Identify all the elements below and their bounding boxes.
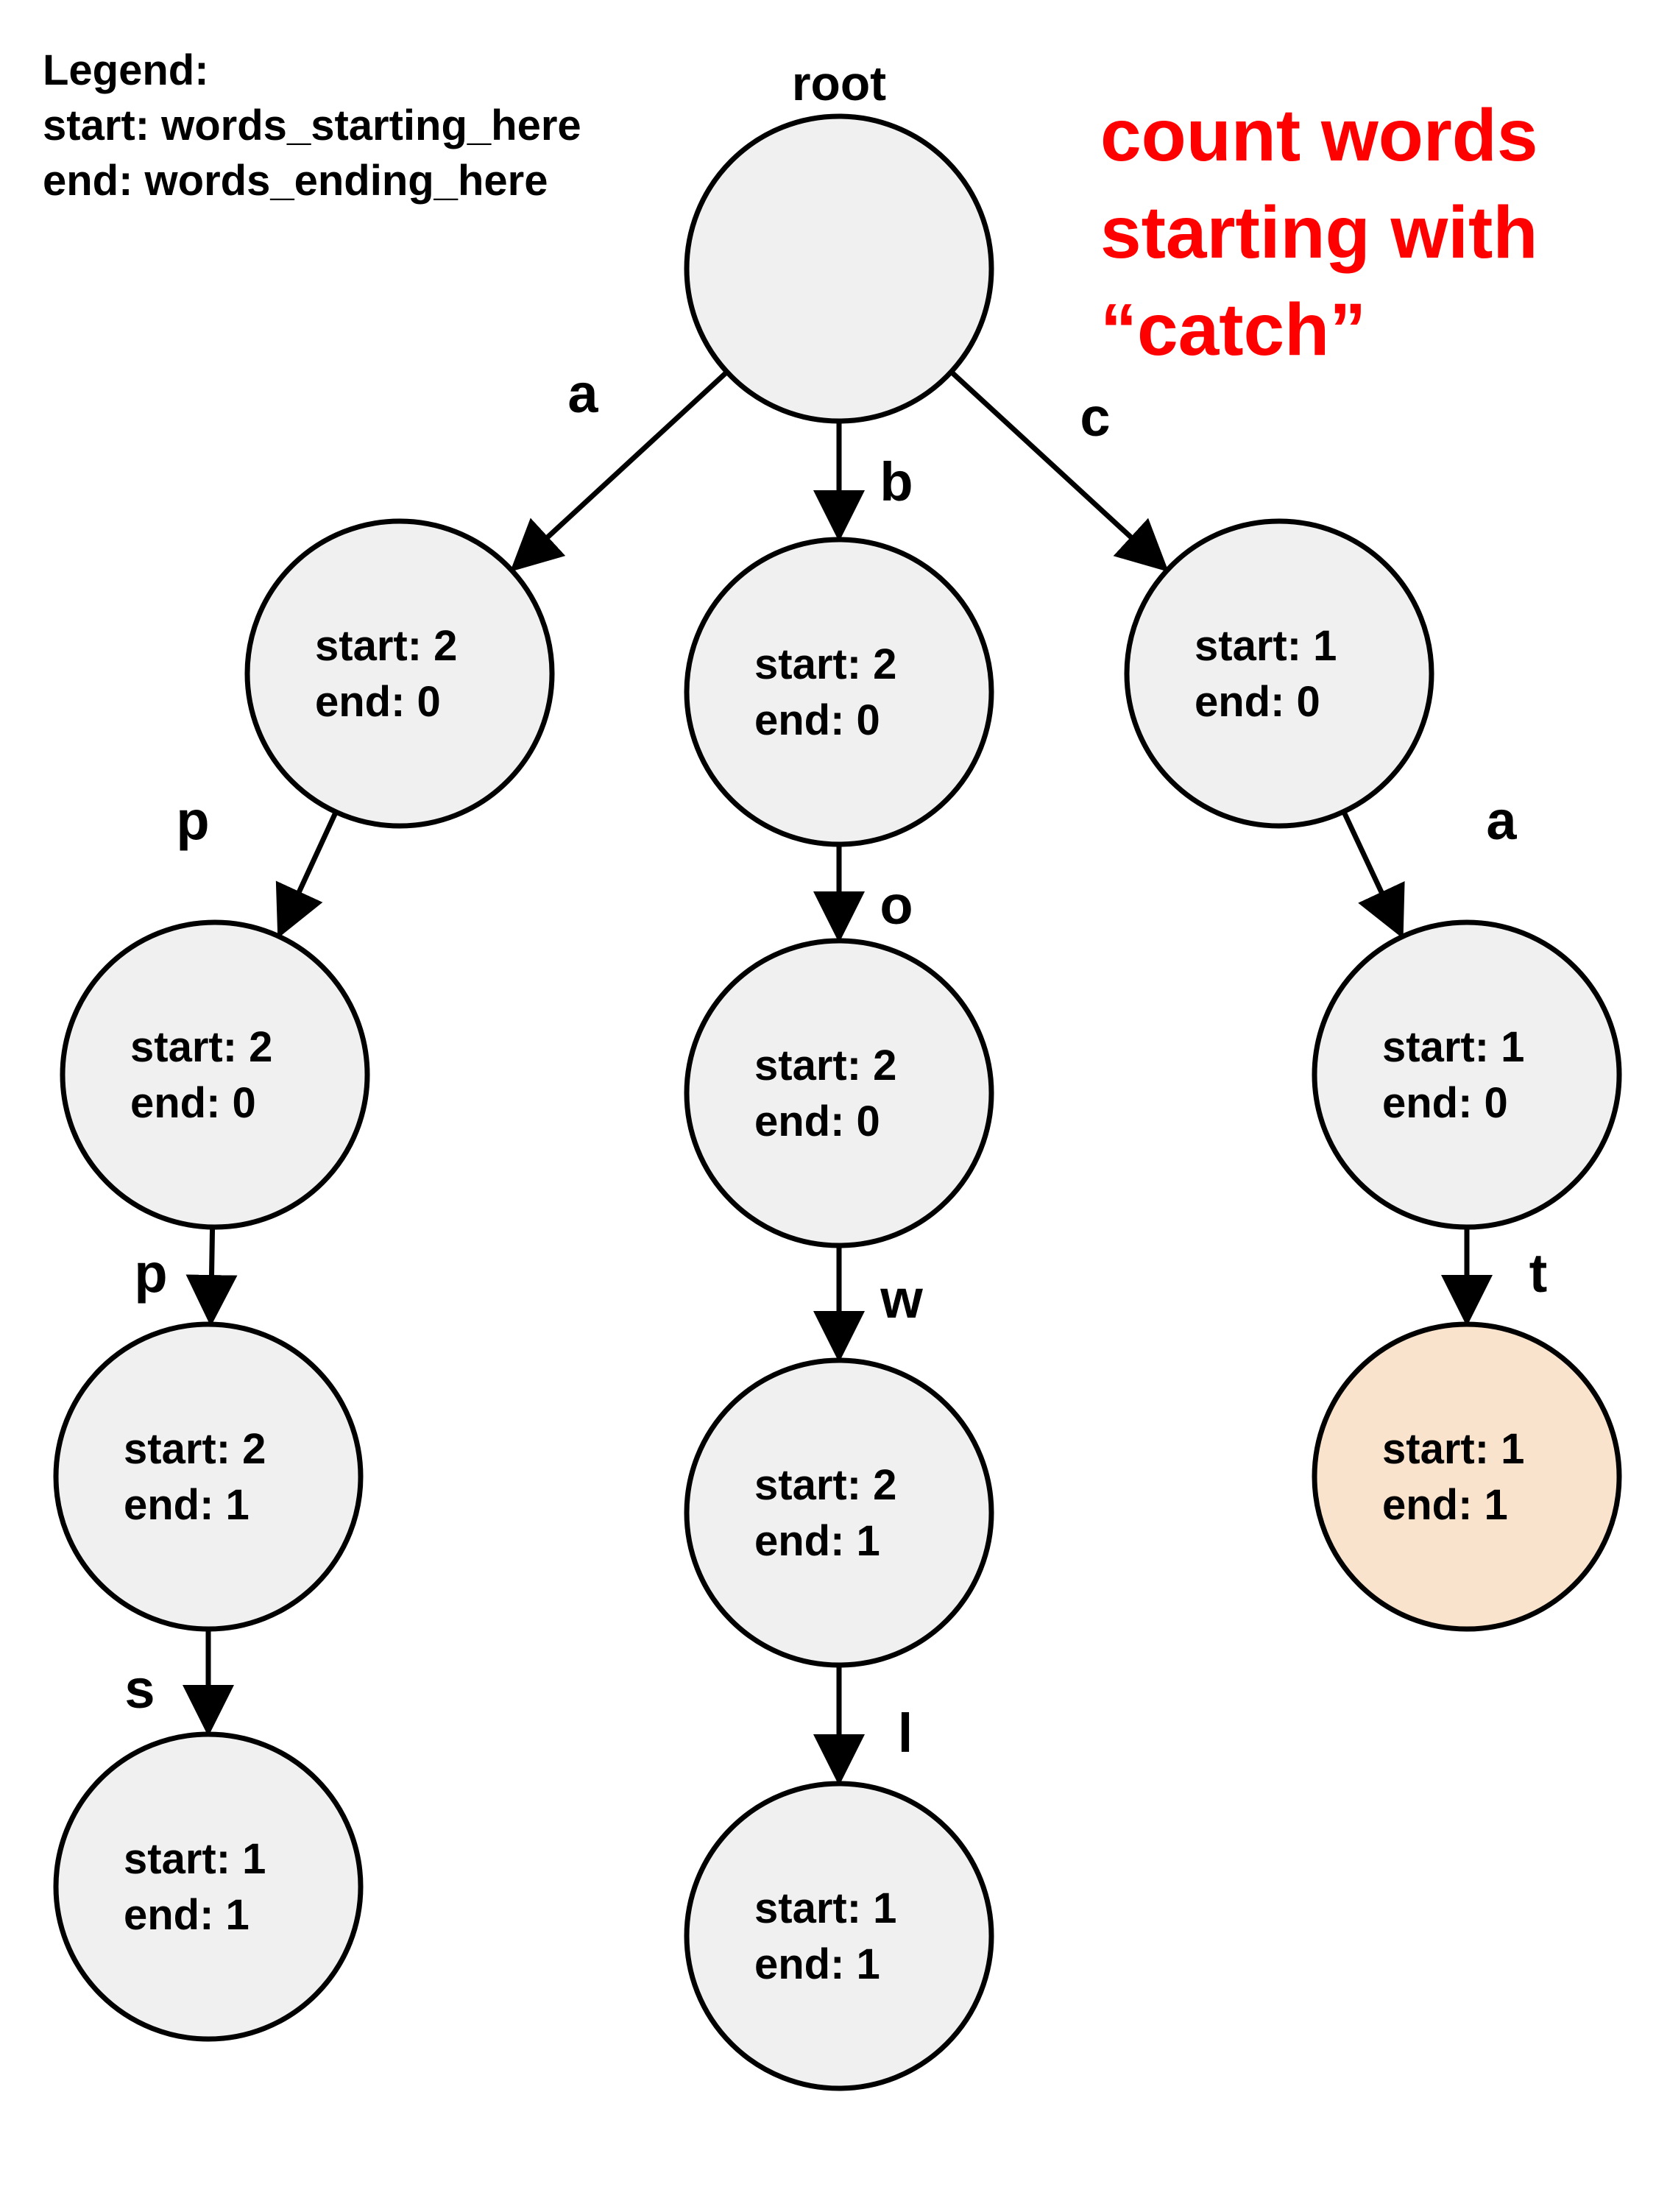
node-start-value: start: 1 xyxy=(754,1884,896,1932)
node-end-value: end: 0 xyxy=(1195,678,1320,726)
root-label: root xyxy=(792,56,886,110)
trie-node-a: start: 2 end: 0 xyxy=(244,518,555,829)
trie-node-ap: start: 2 end: 0 xyxy=(60,919,370,1230)
legend: Legend: start: words_starting_here end: … xyxy=(43,46,581,205)
node-circle xyxy=(1312,919,1622,1230)
trie-node-app: start: 2 end: 1 xyxy=(53,1321,364,1632)
node-circle xyxy=(244,518,555,829)
edge-c-ca xyxy=(1341,810,1405,939)
edge-label-bow: w xyxy=(880,1268,923,1329)
query-annotation: count words starting with “catch” xyxy=(1100,94,1538,371)
node-start-value: start: 1 xyxy=(1382,1023,1524,1071)
edge-a-ap xyxy=(275,810,339,939)
node-start-value: start: 1 xyxy=(1195,622,1337,670)
edge-root-a xyxy=(510,370,729,572)
node-end-value: end: 0 xyxy=(754,1098,880,1145)
edge-label-bo: o xyxy=(880,874,913,936)
node-circle xyxy=(684,1781,994,2091)
legend-end-line: end: words_ending_here xyxy=(43,157,548,205)
node-circle xyxy=(684,938,994,1248)
edge-label-c: c xyxy=(1080,386,1110,448)
node-start-value: start: 2 xyxy=(754,640,896,688)
trie-node-cat: start: 1 end: 1 xyxy=(1312,1321,1622,1632)
edge-label-bowl: l xyxy=(898,1703,913,1764)
edge-label-apps: s xyxy=(124,1658,155,1720)
legend-title: Legend: xyxy=(43,46,209,94)
edge-label-ap: p xyxy=(176,790,209,851)
node-end-value: end: 1 xyxy=(754,1940,880,1988)
highlighted-node-circle xyxy=(1312,1321,1622,1632)
node-circle xyxy=(53,1321,364,1632)
edge-label-ca: a xyxy=(1486,790,1517,851)
trie-node-b: start: 2 end: 0 xyxy=(684,537,994,847)
trie-node-apps: start: 1 end: 1 xyxy=(53,1731,364,2042)
node-circle xyxy=(1124,518,1434,829)
legend-start-line: start: words_starting_here xyxy=(43,102,581,149)
node-end-value: end: 1 xyxy=(1382,1481,1508,1529)
node-circle xyxy=(53,1731,364,2042)
node-end-value: end: 0 xyxy=(754,696,880,744)
node-start-value: start: 2 xyxy=(754,1042,896,1089)
node-start-value: start: 2 xyxy=(130,1023,272,1071)
trie-node-ca: start: 1 end: 0 xyxy=(1312,919,1622,1230)
edge-label-b: b xyxy=(880,451,913,512)
trie-node-bow: start: 2 end: 1 xyxy=(684,1357,994,1668)
query-line-1: count words xyxy=(1100,94,1538,177)
node-end-value: end: 1 xyxy=(124,1481,250,1529)
node-end-value: end: 0 xyxy=(315,678,441,726)
node-end-value: end: 1 xyxy=(124,1891,250,1939)
trie-node-bowl: start: 1 end: 1 xyxy=(684,1781,994,2091)
node-circle xyxy=(684,113,994,424)
edge-root-c xyxy=(949,370,1169,572)
edge-label-a: a xyxy=(567,363,598,424)
node-circle xyxy=(60,919,370,1230)
query-line-2: starting with xyxy=(1100,191,1538,274)
node-circle xyxy=(684,537,994,847)
trie-node-root: root xyxy=(684,56,994,424)
node-start-value: start: 2 xyxy=(315,622,457,670)
edge-label-app: p xyxy=(134,1243,167,1304)
node-start-value: start: 2 xyxy=(124,1425,266,1473)
edge-label-cat: t xyxy=(1529,1243,1548,1304)
trie-node-c: start: 1 end: 0 xyxy=(1124,518,1434,829)
node-circle xyxy=(684,1357,994,1668)
edges: a p p s b o w l c a t xyxy=(124,363,1548,1786)
node-start-value: start: 1 xyxy=(124,1835,266,1883)
node-end-value: end: 1 xyxy=(754,1517,880,1565)
node-end-value: end: 0 xyxy=(1382,1079,1508,1127)
node-start-value: start: 1 xyxy=(1382,1425,1524,1473)
trie-node-bo: start: 2 end: 0 xyxy=(684,938,994,1248)
edge-ap-app xyxy=(185,1226,238,1327)
node-start-value: start: 2 xyxy=(754,1461,896,1509)
query-line-3: “catch” xyxy=(1100,289,1366,371)
node-end-value: end: 0 xyxy=(130,1079,256,1127)
